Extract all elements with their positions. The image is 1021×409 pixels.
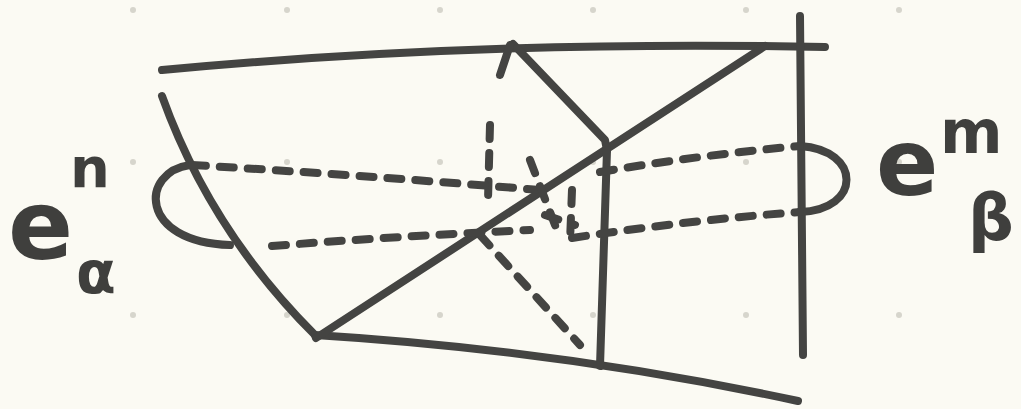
solid-lines (156, 16, 847, 401)
superscript-index: n (70, 140, 110, 196)
dot-grid (130, 7, 902, 318)
superscript-index: m (940, 102, 1003, 162)
subscript-index: α (76, 244, 116, 302)
dashed-lines (192, 125, 800, 345)
basis-symbol: e (876, 118, 938, 210)
basis-symbol: e (8, 178, 73, 274)
subscript-index: β (968, 186, 1014, 250)
